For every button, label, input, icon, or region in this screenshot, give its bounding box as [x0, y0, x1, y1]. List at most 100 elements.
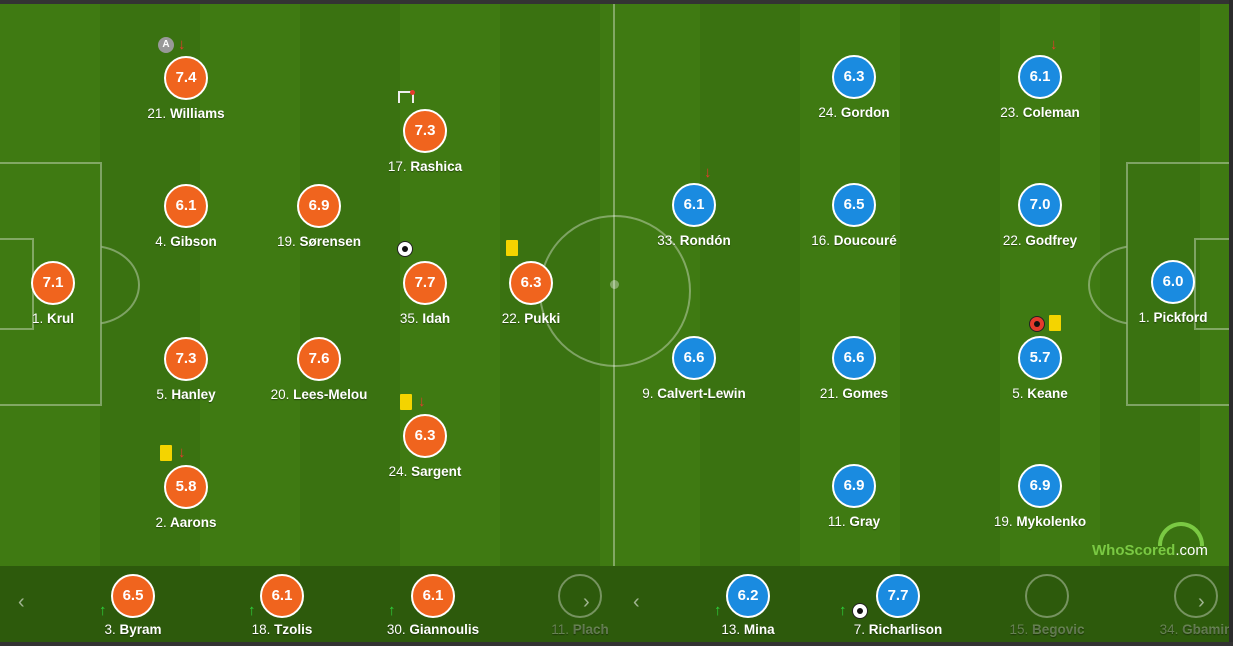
sub-home-tzolis[interactable]: 6.1 18. Tzolis	[217, 574, 347, 637]
player-name: 19. Sørensen	[276, 234, 362, 249]
player-home-gibson[interactable]: 6.1 4. Gibson	[106, 184, 266, 249]
player-rating: 6.3	[832, 55, 876, 99]
sub-off-arrow-icon: ↓	[704, 164, 712, 181]
player-rating: 6.3	[509, 261, 553, 305]
player-name: 23. Coleman	[1000, 105, 1080, 120]
right-edge	[1229, 0, 1233, 646]
sub-on-arrow-icon: ↑	[714, 602, 722, 619]
player-home-krul[interactable]: 7.1 1. Krul	[0, 261, 133, 326]
yellow-card-icon	[400, 394, 412, 410]
whoscored-logo[interactable]: WhoScored.com	[1092, 542, 1208, 559]
player-rating: 6.1	[260, 574, 304, 618]
sub-on-arrow-icon: ↑	[388, 602, 396, 619]
player-rating: 7.3	[403, 109, 447, 153]
player-rating: 6.1	[672, 183, 716, 227]
player-home-hanley[interactable]: 7.3 5. Hanley	[106, 337, 266, 402]
right-six-yard-box	[1194, 238, 1229, 330]
player-home-lees-melou[interactable]: 7.6 20. Lees-Melou	[239, 337, 399, 402]
player-rating: 7.7	[876, 574, 920, 618]
player-name: 24. Gordon	[818, 105, 890, 120]
empty-rating-circle	[1025, 574, 1069, 618]
player-rating: 5.8	[164, 465, 208, 509]
player-name: 33. Rondón	[657, 233, 731, 248]
player-away-gray[interactable]: 6.9 11. Gray	[774, 464, 934, 529]
player-name: 21. Gomes	[819, 386, 889, 401]
goal-ball-icon	[852, 603, 868, 619]
sub-away-richarlison[interactable]: 7.7 7. Richarlison	[833, 574, 963, 637]
player-name: 34. Gbamin	[1159, 622, 1229, 637]
player-away-mykolenko[interactable]: 6.9 19. Mykolenko	[960, 464, 1120, 529]
player-rating: 6.1	[1018, 55, 1062, 99]
player-rating: 6.2	[726, 574, 770, 618]
player-rating: 7.6	[297, 337, 341, 381]
player-name: 13. Mina	[721, 622, 775, 637]
player-away-pickford[interactable]: 6.0 1. Pickford	[1093, 260, 1229, 325]
player-name: 11. Gray	[827, 514, 881, 529]
player-away-gordon[interactable]: 6.3 24. Gordon	[774, 55, 934, 120]
bottom-bar	[0, 642, 1233, 646]
player-rating: 6.9	[1018, 464, 1062, 508]
sub-home-byram[interactable]: 6.5 3. Byram	[68, 574, 198, 637]
player-home-aarons[interactable]: 5.8 2. Aarons	[106, 465, 266, 530]
player-rating: 6.0	[1151, 260, 1195, 304]
left-penalty-box	[0, 162, 102, 406]
player-home-idah[interactable]: 7.7 35. Idah	[345, 261, 505, 326]
sub-away-gbamin[interactable]: 34. Gbamin	[1131, 574, 1229, 637]
player-away-rondon[interactable]: 6.1 33. Rondón	[614, 183, 774, 248]
player-rating: 6.1	[164, 184, 208, 228]
player-home-sorensen[interactable]: 6.9 19. Sørensen	[239, 184, 399, 249]
player-name: 35. Idah	[399, 311, 451, 326]
player-name: 18. Tzolis	[251, 622, 313, 637]
player-home-rashica[interactable]: 7.3 17. Rashica	[345, 109, 505, 174]
sub-home-plach[interactable]: 11. Plach	[515, 574, 645, 637]
player-rating: 6.9	[297, 184, 341, 228]
player-rating: 6.5	[832, 183, 876, 227]
sub-away-begovic[interactable]: 15. Begovic	[982, 574, 1112, 637]
sub-home-giannoulis[interactable]: 6.1 30. Giannoulis	[368, 574, 498, 637]
player-rating: 6.9	[832, 464, 876, 508]
assist-goal-frame-icon	[398, 90, 415, 103]
player-rating: 6.6	[832, 336, 876, 380]
sub-off-arrow-icon: ↓	[418, 393, 426, 410]
sub-off-arrow-icon: ↓	[178, 36, 186, 53]
player-home-sargent[interactable]: 6.3 24. Sargent	[345, 414, 505, 479]
player-home-williams[interactable]: 7.4 21. Williams	[106, 56, 266, 121]
player-away-doucoure[interactable]: 6.5 16. Doucouré	[774, 183, 934, 248]
yellow-card-icon	[1049, 315, 1061, 331]
away-subs-prev-button[interactable]: ‹	[633, 591, 640, 613]
sub-on-arrow-icon: ↑	[248, 602, 256, 619]
sub-away-mina[interactable]: 6.2 13. Mina	[683, 574, 813, 637]
player-rating: 6.3	[403, 414, 447, 458]
player-rating: 7.7	[403, 261, 447, 305]
player-rating: 5.7	[1018, 336, 1062, 380]
right-penalty-box	[1126, 162, 1229, 406]
player-name: 5. Keane	[1012, 386, 1068, 401]
home-subs-prev-button[interactable]: ‹	[18, 591, 25, 613]
sub-on-arrow-icon: ↑	[839, 602, 847, 619]
player-away-godfrey[interactable]: 7.0 22. Godfrey	[960, 183, 1120, 248]
player-name: 30. Giannoulis	[386, 622, 480, 637]
sub-off-arrow-icon: ↓	[1050, 36, 1058, 53]
player-rating: 6.1	[411, 574, 455, 618]
player-name: 20. Lees-Melou	[270, 387, 368, 402]
captain-icon: A	[158, 37, 174, 53]
player-name: 22. Pukki	[501, 311, 561, 326]
player-rating: 6.6	[672, 336, 716, 380]
empty-rating-circle	[1174, 574, 1218, 618]
top-bar	[0, 0, 1233, 4]
empty-rating-circle	[558, 574, 602, 618]
player-name: 2. Aarons	[155, 515, 217, 530]
player-home-pukki[interactable]: 6.3 22. Pukki	[451, 261, 611, 326]
player-away-coleman[interactable]: 6.1 23. Coleman	[960, 55, 1120, 120]
center-spot	[610, 280, 619, 289]
player-name: 19. Mykolenko	[993, 514, 1087, 529]
player-away-calvert-lewin[interactable]: 6.6 9. Calvert-Lewin	[614, 336, 774, 401]
player-away-keane[interactable]: 5.7 5. Keane	[960, 336, 1120, 401]
player-away-gomes[interactable]: 6.6 21. Gomes	[774, 336, 934, 401]
player-name: 9. Calvert-Lewin	[642, 386, 746, 401]
player-rating: 6.5	[111, 574, 155, 618]
pitch: 7.4 21. Williams 7.3 17. Rashica 6.1 4. …	[0, 4, 1229, 566]
player-name: 1. Krul	[31, 311, 75, 326]
player-name: 16. Doucouré	[811, 233, 897, 248]
player-rating: 7.1	[31, 261, 75, 305]
